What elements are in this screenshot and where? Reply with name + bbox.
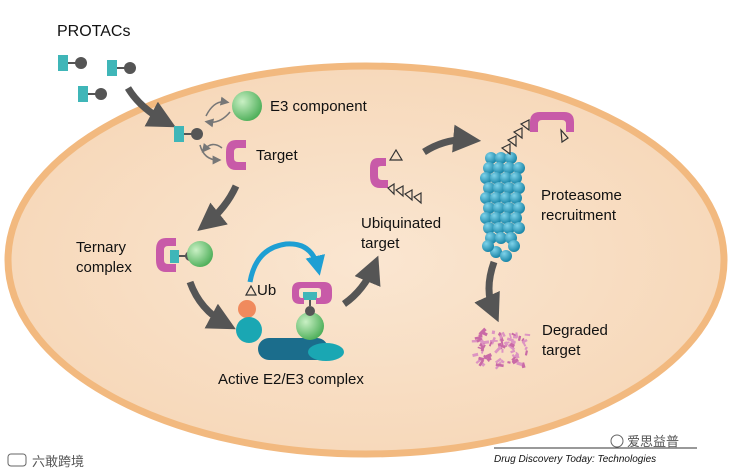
entry-arrow: [124, 86, 176, 128]
active-complex-label: Active E2/E3 complex: [218, 371, 364, 388]
degraded-target-fragments-icon: [471, 327, 531, 370]
equilibrium-arrows-target: [199, 142, 223, 165]
target-on-proteasome-icon: [500, 112, 574, 156]
e3-component-label: E3 component: [270, 98, 368, 115]
protac-molecule: [107, 60, 136, 76]
ubiquinated-target-icon: [370, 148, 422, 205]
protac-molecule: [58, 55, 87, 71]
target-label: Target: [256, 147, 299, 164]
arrow-to-proteasome: [422, 124, 482, 155]
proteasome-icon: [480, 152, 525, 262]
watermark-right: 爱思益普: [610, 434, 679, 450]
ubiquinated-label-line2: target: [361, 235, 400, 252]
arrow-to-active-complex: [186, 280, 236, 330]
protac-inside-cell: [174, 126, 203, 142]
proteasome-label-line2: recruitment: [541, 207, 617, 224]
watermark-left: 六敢跨境: [7, 453, 84, 470]
ternary-label-line2: complex: [76, 259, 132, 276]
degraded-label-line1: Degraded: [542, 322, 608, 339]
proteasome-label-line1: Proteasome: [541, 187, 622, 204]
ternary-complex-icon: [156, 238, 213, 272]
protacs-label: PROTACs: [57, 23, 130, 40]
e3-component-icon: [232, 91, 262, 121]
protac-molecule: [78, 86, 107, 102]
target-protein-icon: [226, 140, 246, 170]
degraded-label-line2: target: [542, 342, 581, 359]
arrow-to-degraded: [474, 260, 500, 323]
svg-text:六敢跨境: 六敢跨境: [32, 455, 84, 470]
ub-label: Ub: [257, 282, 276, 299]
ubiquinated-label-line1: Ubiquinated: [361, 215, 441, 232]
svg-text:爱思益普: 爱思益普: [627, 435, 679, 450]
ubiquitin-triangle-icon: [244, 284, 258, 296]
arrow-to-ubiquinated: [341, 255, 381, 307]
active-e2-e3-complex-icon: [236, 282, 344, 361]
ubiquitin-transfer-arrow: [247, 241, 326, 283]
source-caption: Drug Discovery Today: Technologies: [494, 454, 656, 465]
ternary-label-line1: Ternary: [76, 239, 127, 256]
arrow-to-ternary: [197, 184, 240, 231]
equilibrium-arrows-e3: [204, 96, 231, 128]
